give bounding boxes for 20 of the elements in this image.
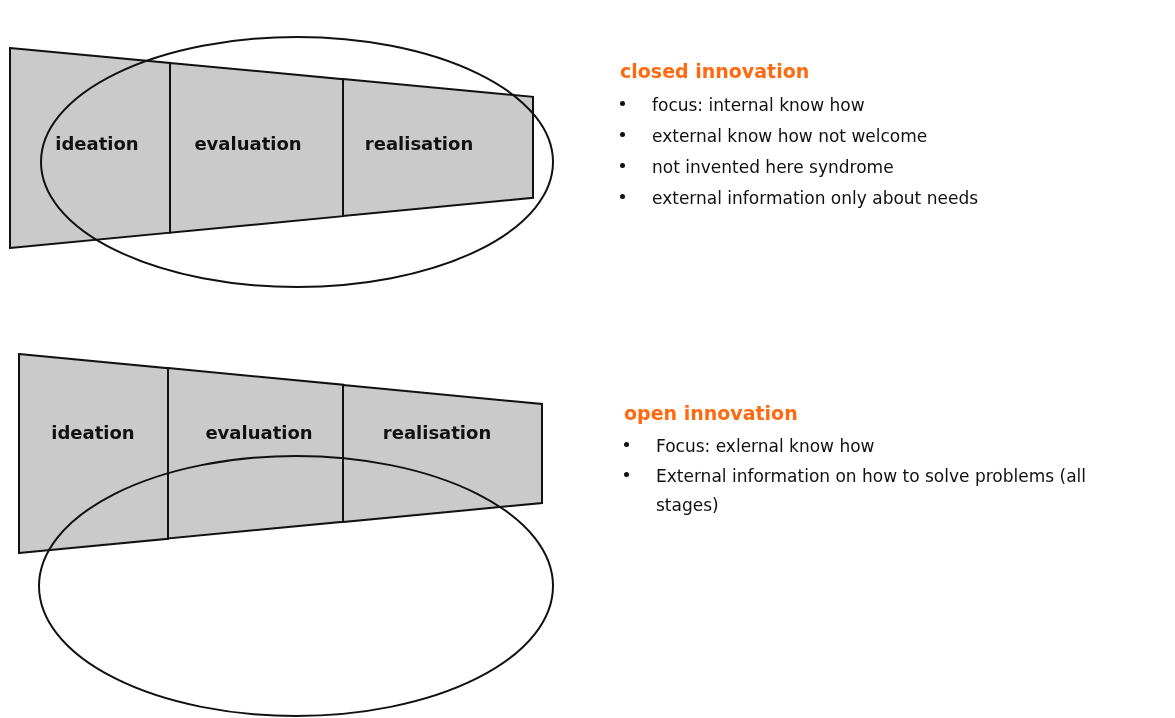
ellipse-outline <box>39 35 555 289</box>
bullet-text: Focus: exlernal know how <box>656 435 876 458</box>
funnel-stage <box>167 367 344 540</box>
bullet-text: external information only about needs <box>652 187 980 210</box>
section-heading: open innovation <box>624 402 798 424</box>
bullet-text: not invented here syndrome <box>652 156 895 179</box>
bullet-text: External information on how to solve problems (all stages) <box>656 465 1087 517</box>
stage-label: realisation <box>382 421 492 443</box>
stage-label: realisation <box>364 132 474 154</box>
funnel-stage <box>18 353 169 554</box>
stage-label: ideation <box>55 132 139 154</box>
bullet-text: external know how not welcome <box>652 125 929 148</box>
stage-label: evaluation <box>205 421 313 443</box>
funnel-stage <box>9 47 171 249</box>
bullet-text: focus: internal know how <box>652 94 866 117</box>
stage-label: evaluation <box>194 132 302 154</box>
section-heading: closed innovation <box>620 60 810 82</box>
ellipse-outline <box>37 454 555 718</box>
funnel-stage <box>342 383 543 523</box>
stage-label: ideation <box>51 421 135 443</box>
